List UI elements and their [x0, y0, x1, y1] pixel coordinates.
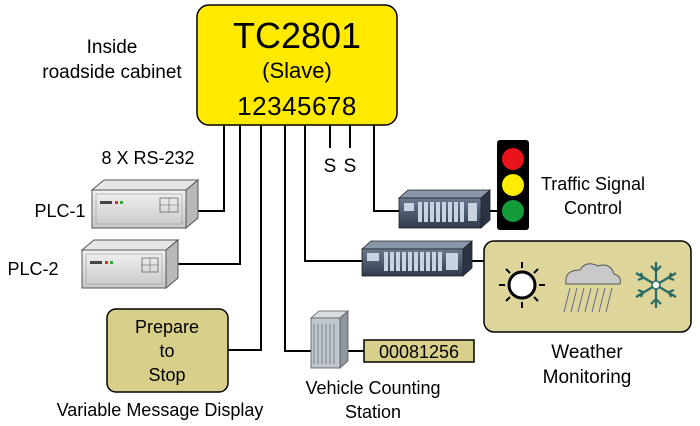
- traffic-light-red: [502, 148, 524, 170]
- weather-panel-box: [483, 240, 692, 333]
- interface-label: 8 X RS-232: [101, 148, 194, 168]
- snowflake-icon: [635, 262, 677, 308]
- line-port1-plc1: [192, 118, 225, 212]
- plc2-label: PLC-2: [7, 259, 58, 279]
- weather-label-line1: Weather: [551, 342, 623, 363]
- sensor-s1-label: S: [324, 156, 337, 177]
- signal-controller-rack: [397, 189, 492, 229]
- vms-message-line3: Stop: [148, 365, 185, 385]
- vms-panel: [106, 308, 229, 393]
- line-port8-signal: [373, 118, 399, 212]
- plc2-device: [80, 238, 180, 290]
- rain-cloud-icon: [563, 263, 621, 313]
- vms-message-line2: to: [159, 341, 174, 361]
- line-port5-weather: [304, 118, 362, 262]
- traffic-light: [497, 140, 529, 230]
- controller-box: [196, 4, 398, 126]
- line-port4-counting: [284, 118, 311, 352]
- vms-message-line1: Prepare: [135, 317, 199, 337]
- sun-icon: [499, 262, 545, 308]
- traffic-signal-label-line1: Traffic Signal: [541, 174, 645, 194]
- location-label-line2: roadside cabinet: [42, 62, 182, 83]
- location-label-line1: Inside: [87, 37, 138, 58]
- vehicle-count-value: 00081256: [379, 342, 459, 362]
- controller-title: TC2801: [233, 15, 361, 56]
- sensor-s2-label: S: [344, 156, 357, 177]
- weather-panel: [483, 240, 692, 333]
- traffic-light-green: [502, 200, 524, 222]
- counting-caption-line1: Vehicle Counting: [305, 378, 440, 398]
- line-port2-plc2: [160, 118, 241, 265]
- vehicle-counting-station: [309, 310, 350, 369]
- variable-message-display: Prepare to Stop: [106, 308, 229, 393]
- controller-subtitle: (Slave): [262, 58, 332, 83]
- plc1-device: [90, 178, 200, 230]
- tc2801-controller: TC2801 (Slave) 12345678: [196, 4, 398, 126]
- plc1-label: PLC-1: [34, 201, 85, 221]
- counting-caption-line2: Station: [345, 402, 401, 422]
- controller-ports: 12345678: [237, 91, 357, 121]
- vehicle-count-display: 00081256: [363, 339, 475, 363]
- traffic-signal-label-line2: Control: [564, 198, 622, 218]
- weather-label-line2: Monitoring: [543, 367, 632, 388]
- weather-controller-rack: [360, 240, 474, 277]
- line-port3-vms: [228, 118, 262, 351]
- vehicle-count-panel: [363, 339, 475, 363]
- traffic-light-yellow: [502, 174, 524, 196]
- vms-caption: Variable Message Display: [57, 400, 264, 420]
